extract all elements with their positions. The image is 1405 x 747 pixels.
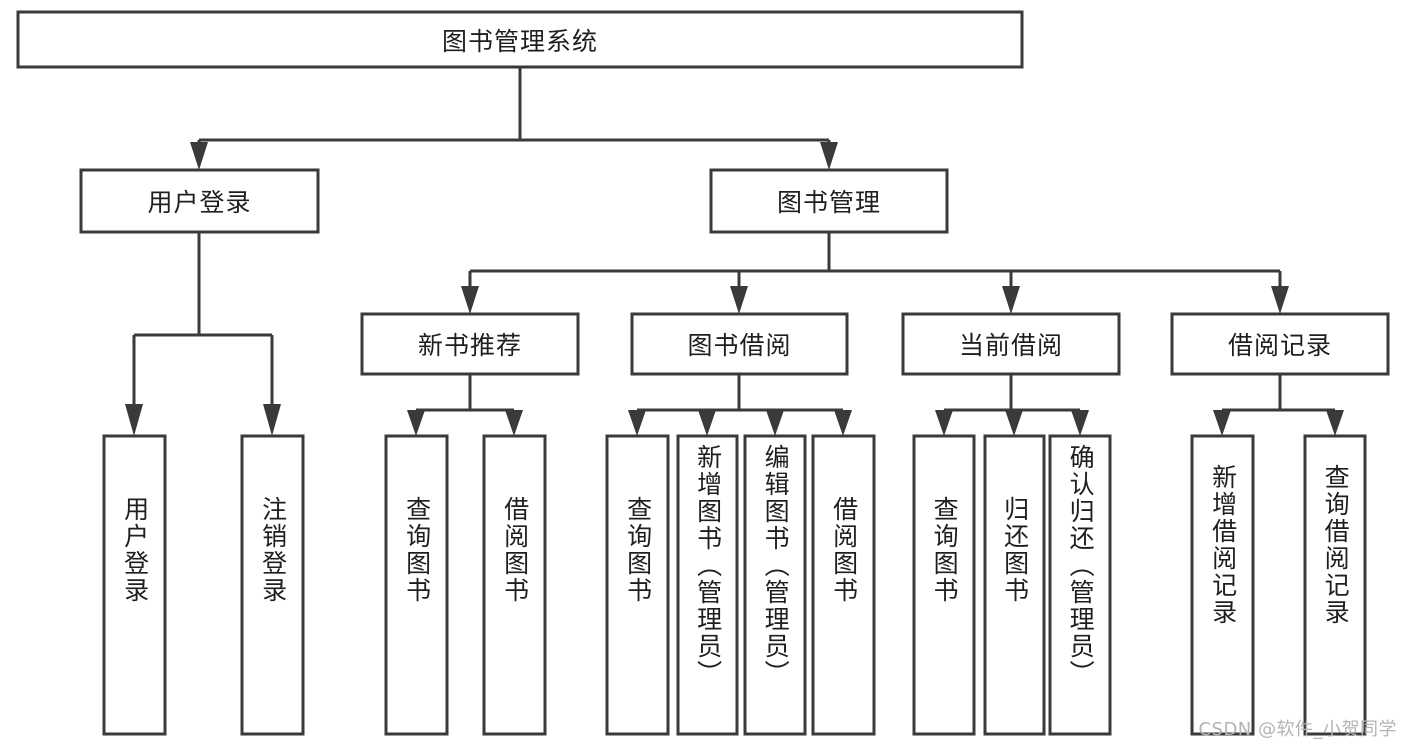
node-box-leaf-logout-login[interactable] bbox=[240, 434, 305, 736]
node-box-leaf-add-book-admin[interactable] bbox=[676, 434, 739, 736]
node-box-leaf-query-book-2[interactable] bbox=[605, 434, 670, 736]
arrow-to-leaf-edit-book-admin bbox=[766, 410, 784, 436]
leaf-label-edit-book-admin-wrap: 编辑图书（管理员） bbox=[745, 436, 805, 734]
arrow-to-user-login bbox=[190, 142, 208, 170]
leaf-label-borrow-book-2: 借阅图书 bbox=[829, 496, 859, 604]
edge-group-current-borrow bbox=[935, 374, 1089, 436]
edge-group-book-manage bbox=[461, 232, 1289, 314]
leaf-label-borrow-book-1-wrap: 借阅图书 bbox=[484, 436, 545, 734]
leaf-label-confirm-return-admin-wrap: 确认归还（管理员） bbox=[1050, 436, 1110, 734]
leaf-label-edit-book-admin: 编辑图书（管理员） bbox=[761, 444, 791, 687]
leaf-label-confirm-return-admin: 确认归还（管理员） bbox=[1066, 444, 1096, 687]
node-box-leaf-query-book-3[interactable] bbox=[912, 434, 976, 736]
node-box-leaf-confirm-return-admin[interactable] bbox=[1048, 434, 1112, 736]
leaf-label-logout-login-wrap: 注销登录 bbox=[242, 436, 303, 734]
leaf-label-query-book-1: 查询图书 bbox=[402, 496, 432, 604]
edge-group-borrow-record bbox=[1213, 374, 1344, 436]
edge-group-new-book-recommend bbox=[407, 374, 523, 436]
leaf-label-add-borrow-record: 新增借阅记录 bbox=[1208, 464, 1238, 626]
node-box-leaf-add-borrow-record[interactable] bbox=[1190, 434, 1255, 736]
arrow-to-current-borrow bbox=[1002, 286, 1020, 314]
leaf-label-add-book-admin-wrap: 新增图书（管理员） bbox=[678, 436, 737, 734]
arrow-to-leaf-add-borrow-record bbox=[1213, 410, 1231, 436]
arrow-to-leaf-return-book bbox=[1005, 410, 1023, 436]
node-box-book-borrow[interactable] bbox=[630, 312, 849, 376]
node-box-current-borrow[interactable] bbox=[901, 312, 1121, 376]
arrow-to-leaf-query-borrow-record bbox=[1326, 410, 1344, 436]
node-box-borrow-record[interactable] bbox=[1170, 312, 1390, 376]
node-box-leaf-user-login[interactable] bbox=[102, 434, 167, 736]
node-box-leaf-edit-book-admin[interactable] bbox=[743, 434, 807, 736]
node-box-leaf-query-borrow-record[interactable] bbox=[1303, 434, 1367, 736]
node-box-leaf-return-book[interactable] bbox=[983, 434, 1046, 736]
arrow-to-leaf-query-book-2 bbox=[628, 410, 646, 436]
arrow-to-book-manage bbox=[820, 142, 838, 170]
node-box-book-manage[interactable] bbox=[709, 168, 949, 234]
arrow-to-leaf-confirm-return-admin bbox=[1071, 410, 1089, 436]
leaf-label-user-login: 用户登录 bbox=[120, 496, 150, 604]
leaf-label-query-book-2-wrap: 查询图书 bbox=[607, 436, 668, 734]
leaf-label-return-book: 归还图书 bbox=[1000, 496, 1030, 604]
node-box-new-book-recommend[interactable] bbox=[360, 312, 580, 376]
leaf-label-user-login-wrap: 用户登录 bbox=[104, 436, 165, 734]
node-box-leaf-query-book-1[interactable] bbox=[384, 434, 449, 736]
leaf-label-logout-login: 注销登录 bbox=[258, 496, 288, 604]
leaf-label-borrow-book-1: 借阅图书 bbox=[500, 496, 530, 604]
edge-group-root bbox=[190, 67, 838, 170]
arrow-to-leaf-logout-login bbox=[263, 404, 281, 436]
arrow-to-book-borrow bbox=[730, 286, 748, 314]
leaf-label-add-borrow-record-wrap: 新增借阅记录 bbox=[1192, 436, 1253, 734]
node-box-leaf-borrow-book-1[interactable] bbox=[482, 434, 547, 736]
arrow-to-leaf-query-book-3 bbox=[935, 410, 953, 436]
node-box-user-login[interactable] bbox=[79, 168, 320, 234]
arrow-to-new-book-recommend bbox=[461, 286, 479, 314]
arrow-to-leaf-user-login bbox=[125, 404, 143, 436]
node-box-leaf-borrow-book-2[interactable] bbox=[811, 434, 876, 736]
leaf-label-borrow-book-2-wrap: 借阅图书 bbox=[813, 436, 874, 734]
leaf-label-query-book-1-wrap: 查询图书 bbox=[386, 436, 447, 734]
leaf-label-return-book-wrap: 归还图书 bbox=[985, 436, 1044, 734]
leaf-label-query-book-3: 查询图书 bbox=[930, 496, 960, 604]
arrow-to-leaf-query-book-1 bbox=[407, 410, 425, 436]
edge-group-user-login bbox=[125, 232, 281, 436]
leaf-label-query-borrow-record: 查询借阅记录 bbox=[1321, 464, 1351, 626]
csdn-watermark: CSDN @软件_小贺同学 bbox=[1198, 719, 1397, 740]
arrow-to-leaf-add-book-admin bbox=[698, 410, 716, 436]
arrow-to-leaf-borrow-book-1 bbox=[505, 410, 523, 436]
arrow-to-borrow-record bbox=[1271, 286, 1289, 314]
edge-group-book-borrow bbox=[628, 374, 852, 436]
node-box-root[interactable] bbox=[16, 10, 1024, 69]
leaf-label-query-book-2: 查询图书 bbox=[623, 496, 653, 604]
leaf-label-query-borrow-record-wrap: 查询借阅记录 bbox=[1305, 436, 1365, 734]
leaf-label-add-book-admin: 新增图书（管理员） bbox=[693, 444, 723, 687]
leaf-label-query-book-3-wrap: 查询图书 bbox=[914, 436, 974, 734]
arrow-to-leaf-borrow-book-2 bbox=[834, 410, 852, 436]
